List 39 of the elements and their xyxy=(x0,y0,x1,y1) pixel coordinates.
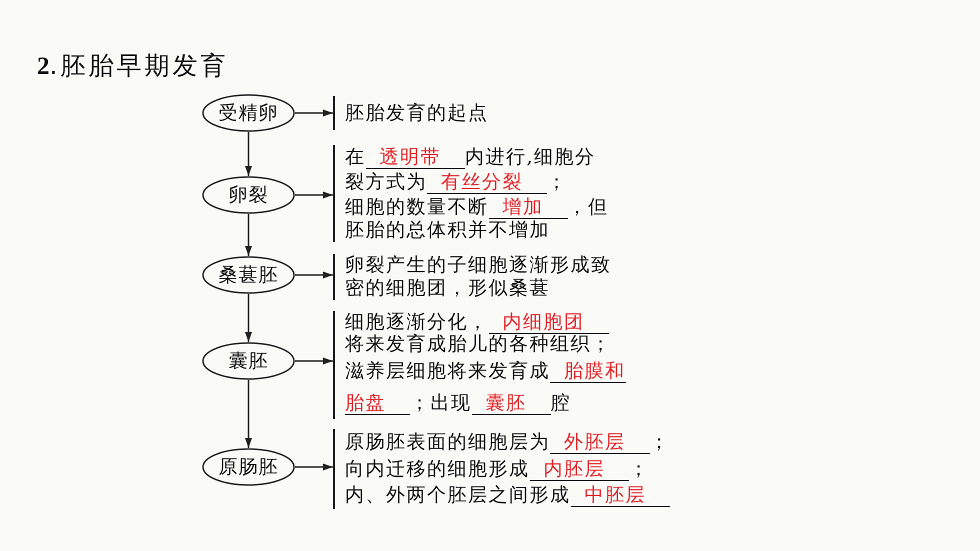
description-text: 向内迁移的细胞形成内胚层； xyxy=(345,456,650,482)
stage-label: 受精卵 xyxy=(218,101,278,126)
fill-in-line: 胎膜和 xyxy=(550,360,626,383)
description-text: 卵裂产生的子细胞逐渐形成致密的细胞团，形似桑葚 xyxy=(345,254,612,300)
description-text: 胚胎发育的起点 xyxy=(345,101,490,126)
arrow xyxy=(245,380,252,448)
description-text: 原肠胚表面的细胞层为外胚层； xyxy=(345,430,671,456)
section-title: 2.胚胎早期发育 xyxy=(37,50,228,82)
stage-oval xyxy=(202,342,295,380)
stage-label: 原肠胚 xyxy=(218,455,278,480)
fill-in-line: 透明带 xyxy=(366,146,465,169)
fill-in-line: 外胚层 xyxy=(550,431,650,454)
description-text: 细胞逐渐分化，内细胞团将来发育成胎儿的各种组织； xyxy=(345,311,612,355)
stage-oval xyxy=(202,94,295,132)
arrow xyxy=(295,192,333,198)
fill-in-line: 内胚层 xyxy=(530,458,629,480)
arrow xyxy=(295,272,333,278)
stage-oval xyxy=(202,256,295,294)
fill-in-line: 胎盘 xyxy=(345,392,410,415)
description-text: 在透明带内进行,细胞分裂方式为有丝分裂； xyxy=(345,145,597,195)
description-text: 内、外两个胚层之间形成中胚层 xyxy=(345,482,685,508)
fill-in-line: 囊胚 xyxy=(472,392,550,415)
description-text: 细胞的数量不断增加，但胚胎的总体积并不增加 xyxy=(345,196,610,242)
stage-label: 囊胚 xyxy=(228,349,268,374)
stage-label: 卵裂 xyxy=(228,183,268,208)
fill-in-line: 中胚层 xyxy=(570,484,670,507)
arrow xyxy=(245,214,252,256)
arrow xyxy=(295,464,333,470)
stage-label: 桑葚胚 xyxy=(218,263,278,288)
stage-oval xyxy=(202,176,295,214)
arrow xyxy=(295,358,333,364)
arrow xyxy=(245,132,252,176)
fill-in-line: 内细胞团 xyxy=(488,311,608,334)
stage-oval xyxy=(202,448,295,486)
arrow xyxy=(295,110,333,116)
fill-in-line: 增加 xyxy=(488,196,568,219)
description-text: 滋养层细胞将来发育成胎膜和胎盘；出现囊胚腔 xyxy=(345,359,626,417)
fill-in-line: 有丝分裂 xyxy=(427,171,547,194)
arrow xyxy=(245,294,252,342)
